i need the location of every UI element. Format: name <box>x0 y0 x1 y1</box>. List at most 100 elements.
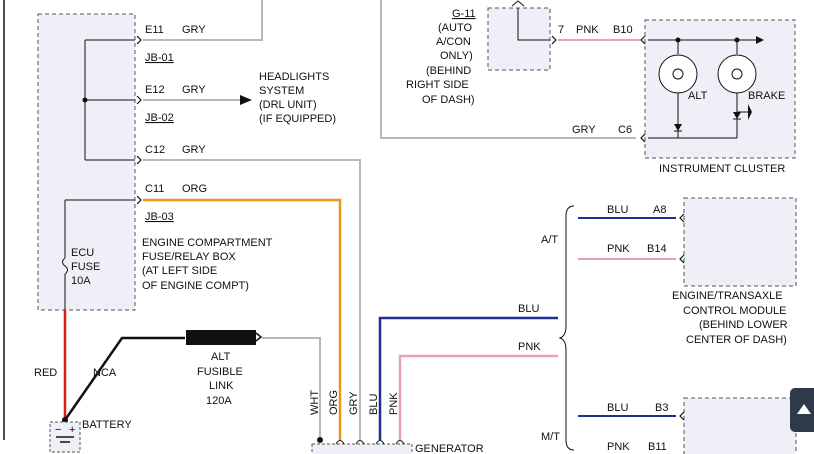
pin-c12: C12 <box>145 144 165 156</box>
wire-e12-color: GRY <box>182 84 206 96</box>
fuse-label-1: ECU <box>71 247 94 259</box>
pin-c11: C11 <box>145 183 164 195</box>
wire-blu-gen <box>378 316 558 440</box>
fusible-line-2: FUSIBLE <box>197 366 243 378</box>
chevron-up-icon <box>797 404 811 414</box>
wire-wht <box>262 337 321 440</box>
cluster-wire-gry: GRY <box>572 124 596 136</box>
ecm-pin-a8: A8 <box>653 204 666 216</box>
ecm-title-4: CENTER OF DASH) <box>686 334 787 346</box>
battery-minus: − <box>55 424 61 436</box>
connector-mark <box>136 35 142 45</box>
gen-wire-gry: GRY <box>348 391 360 415</box>
wire-nca <box>63 336 185 421</box>
bracket <box>558 205 575 451</box>
connector-mark <box>136 155 142 165</box>
g11-line-4: (BEHIND <box>426 65 471 77</box>
gen-wire-org: ORG <box>328 390 340 415</box>
wire-c12-color: GRY <box>182 144 206 156</box>
brake-switch-arrow-icon <box>748 104 752 120</box>
splice-dot <box>82 97 88 103</box>
diode-icon <box>733 112 741 119</box>
wire-gry-c12 <box>143 159 361 440</box>
g11-line-2: A/CON <box>436 36 471 48</box>
g11-line-5: RIGHT SIDE <box>406 79 469 91</box>
alt-lamp-icon <box>658 54 698 94</box>
fuse-relay-box <box>37 13 136 311</box>
connector-mark <box>136 95 142 105</box>
headlights-line-3: (DRL UNIT) <box>259 99 317 111</box>
g11-line-3: ONLY) <box>440 50 473 62</box>
scroll-up-button[interactable] <box>790 388 814 432</box>
ecm-wire-pnk: PNK <box>607 243 630 255</box>
mid-wire-blu: BLU <box>518 303 539 315</box>
arrow-right-icon <box>240 95 252 105</box>
wire-red-label: RED <box>34 367 57 379</box>
wire-c11-color: ORG <box>182 183 207 195</box>
wire-gry-e11 <box>143 0 263 41</box>
g11-line-1: (AUTO <box>438 22 472 34</box>
fuse-label-2: FUSE <box>71 261 100 273</box>
box-desc-4: OF ENGINE COMPT) <box>142 280 249 292</box>
box-desc-2: FUSE/RELAY BOX <box>142 251 236 263</box>
lamp-alt-label: ALT <box>688 90 708 102</box>
battery-plus: + <box>69 424 75 436</box>
mt-wire-pnk: PNK <box>607 441 630 453</box>
gen-wire-blu: BLU <box>368 394 380 415</box>
brake-lamp-icon <box>717 54 757 94</box>
pin-e11: E11 <box>145 24 164 36</box>
generator-label: GENERATOR <box>415 443 484 454</box>
ecm-title-2: CONTROL MODULE <box>683 305 787 317</box>
ecm-mt-box <box>683 397 797 454</box>
connector-mark <box>640 133 646 143</box>
ecm-wire-blu: BLU <box>607 204 628 216</box>
ref-jb01: JB-01 <box>145 52 174 64</box>
cluster-title: INSTRUMENT CLUSTER <box>659 163 785 175</box>
headlights-line-2: SYSTEM <box>259 85 304 97</box>
cluster-pin-c6: C6 <box>618 124 632 136</box>
cluster-pin-b10: B10 <box>613 24 633 36</box>
wire-org-c11 <box>143 198 342 440</box>
ecm-pin-b14: B14 <box>647 243 667 255</box>
battery-icon <box>49 421 81 453</box>
mt-pin-b3: B3 <box>655 402 668 414</box>
ecm-title-3: (BEHIND LOWER <box>699 319 788 331</box>
g11-pin: 7 <box>558 24 564 36</box>
lamp-brake-label: BRAKE <box>748 90 785 102</box>
fusible-line-3: LINK <box>209 380 234 392</box>
fusible-line-1: ALT <box>211 351 231 363</box>
ecm-box <box>683 197 797 287</box>
box-desc-3: (AT LEFT SIDE <box>142 265 217 277</box>
ground-symbol-icon <box>511 0 525 7</box>
wire-gry-c6 <box>380 0 636 139</box>
fusible-link <box>186 330 256 345</box>
pin-e12: E12 <box>145 84 165 96</box>
fuse-icon <box>62 257 68 275</box>
gen-wire-pnk: PNK <box>388 392 400 415</box>
connector-mark <box>551 35 557 45</box>
group-mt-label: M/T <box>541 431 560 443</box>
connector-mark <box>136 195 142 205</box>
mt-wire-blu: BLU <box>607 402 628 414</box>
fusible-line-4: 120A <box>206 395 232 407</box>
g11-wire: PNK <box>576 24 599 36</box>
generator-box <box>311 443 413 454</box>
fuse-label-3: 10A <box>71 275 91 287</box>
g11-line-6: OF DASH) <box>422 94 475 106</box>
diode-icon <box>674 124 682 131</box>
g11-box <box>487 7 551 71</box>
headlights-line-1: HEADLIGHTS <box>259 71 329 83</box>
gen-wire-wht: WHT <box>309 390 321 415</box>
g11-ref: G-11 <box>452 8 476 20</box>
box-desc-1: ENGINE COMPARTMENT <box>142 237 273 249</box>
ref-jb02: JB-02 <box>145 112 174 124</box>
connector-mark <box>640 35 646 45</box>
headlights-line-4: (IF EQUIPPED) <box>259 113 336 125</box>
ecm-title-1: ENGINE/TRANSAXLE <box>672 290 783 302</box>
mt-pin-b11: B11 <box>648 441 667 453</box>
ref-jb03: JB-03 <box>145 211 174 223</box>
wire-nca-label: NCA <box>93 367 117 379</box>
wire-e11-color: GRY <box>182 24 206 36</box>
wire-pnk-gen <box>398 354 558 440</box>
